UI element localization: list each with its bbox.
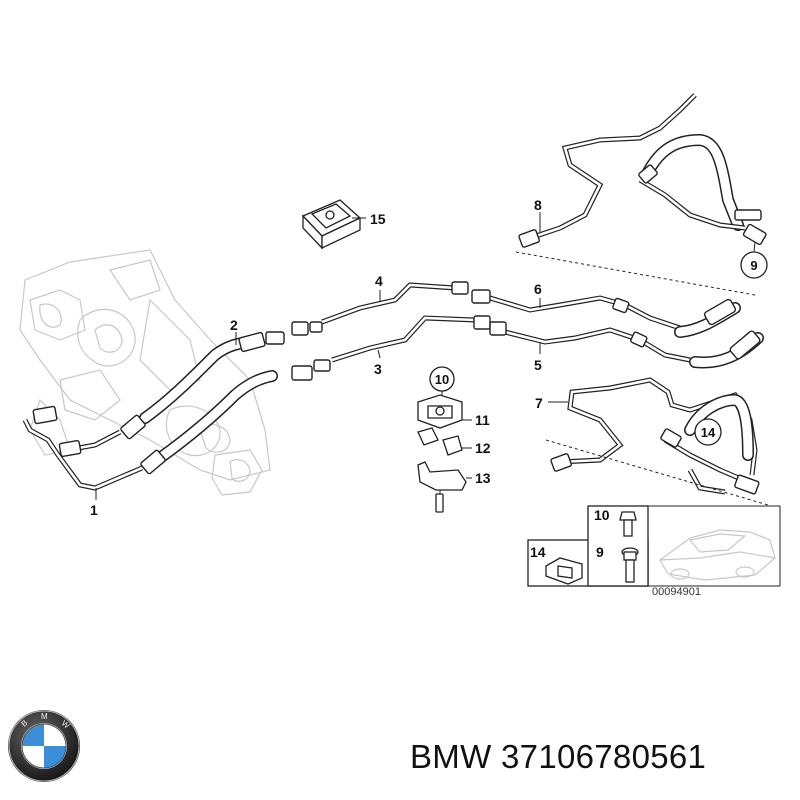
pipe-upper-4-6 [291, 281, 681, 336]
callout-12: 12 [475, 440, 491, 456]
inset-panel: 14 10 9 00094901 [527, 505, 781, 598]
inset-label-10: 10 [594, 507, 610, 523]
pipe-assembly-7-14 [545, 377, 769, 506]
callout-6: 6 [534, 281, 542, 297]
callout-1: 1 [90, 502, 98, 518]
pipe-2 [67, 331, 285, 453]
callout-2: 2 [230, 317, 238, 333]
svg-text:M: M [41, 712, 48, 721]
svg-text:B: B [20, 718, 30, 728]
pipe-lower-3-5 [291, 315, 691, 381]
callout-3: 3 [374, 361, 382, 377]
inset-label-14: 14 [530, 544, 546, 560]
callout-14: 14 [701, 425, 716, 440]
bmw-logo: B M W [8, 710, 80, 782]
pipe-1 [22, 370, 278, 491]
callout-8: 8 [534, 197, 542, 213]
clip-part-15 [301, 199, 366, 250]
small-parts-10-13 [417, 366, 472, 513]
hose-right-6-5 [674, 298, 764, 369]
part-number-title: BMW 37106780561 [410, 738, 707, 775]
callout-7: 7 [535, 395, 543, 411]
svg-text:W: W [60, 719, 72, 731]
callout-4: 4 [375, 273, 383, 289]
callout-15: 15 [370, 211, 386, 227]
callout-5: 5 [534, 357, 542, 373]
callout-9: 9 [750, 258, 757, 273]
pipe-assembly-8-9 [515, 93, 767, 296]
callout-11: 11 [475, 412, 490, 428]
callout-13: 13 [475, 470, 491, 486]
callout-10: 10 [435, 372, 449, 387]
callout-labels: 1 2 3 4 5 6 7 8 9 10 11 12 13 14 15 [90, 197, 758, 518]
callout-leaders [95, 241, 768, 500]
inset-label-9: 9 [596, 544, 604, 560]
diagram-code: 00094901 [652, 586, 701, 598]
